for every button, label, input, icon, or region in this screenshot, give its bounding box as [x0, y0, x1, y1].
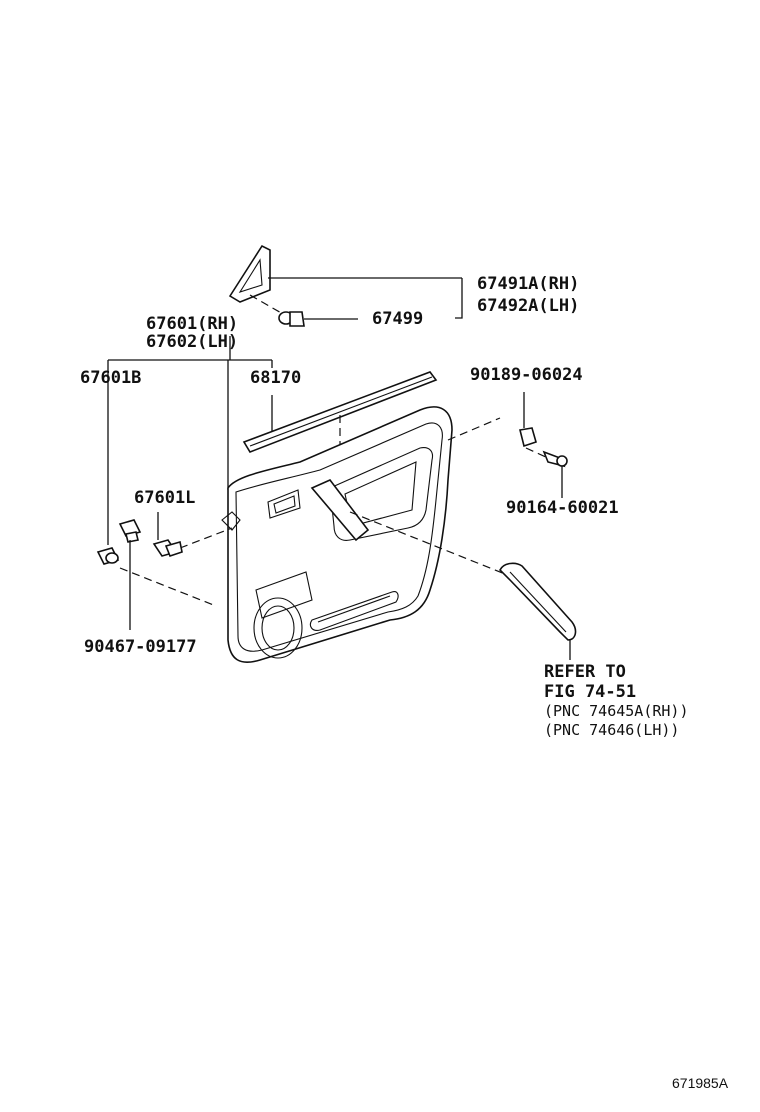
screw-90164-shape — [542, 450, 568, 468]
weatherstrip-shape — [242, 371, 438, 453]
refer-line-3: (PNC 74645A(RH)) — [544, 702, 689, 720]
label-67491a: 67491A(RH) — [477, 274, 580, 294]
refer-line-1: REFER TO — [544, 662, 626, 682]
grommet-90189-shape — [519, 427, 537, 448]
mirror-cover-shape — [228, 244, 271, 303]
label-67601b: 67601B — [80, 368, 142, 388]
refer-line-2: FIG 74-51 — [544, 682, 637, 702]
label-90467: 90467-09177 — [84, 637, 197, 657]
clip-67601b-shape — [96, 547, 120, 565]
door-trim-board-shape — [221, 406, 453, 664]
label-67492a: 67492A(LH) — [477, 296, 580, 316]
refer-line-4: (PNC 74646(LH)) — [544, 721, 680, 739]
label-67601l: 67601L — [134, 488, 196, 508]
figure-id: 671985A — [672, 1075, 729, 1091]
label-90189: 90189-06024 — [470, 365, 583, 385]
clip-90467-shape — [118, 519, 142, 543]
clip-67499-shape — [278, 311, 305, 327]
label-68170: 68170 — [250, 368, 302, 388]
label-67602: 67602(LH) — [146, 332, 239, 352]
label-67499: 67499 — [372, 309, 424, 329]
pad-67601l-shape — [152, 539, 183, 557]
armrest-reference-shape — [499, 562, 577, 641]
label-67601: 67601(RH) — [146, 314, 239, 334]
label-90164: 90164-60021 — [506, 498, 619, 518]
